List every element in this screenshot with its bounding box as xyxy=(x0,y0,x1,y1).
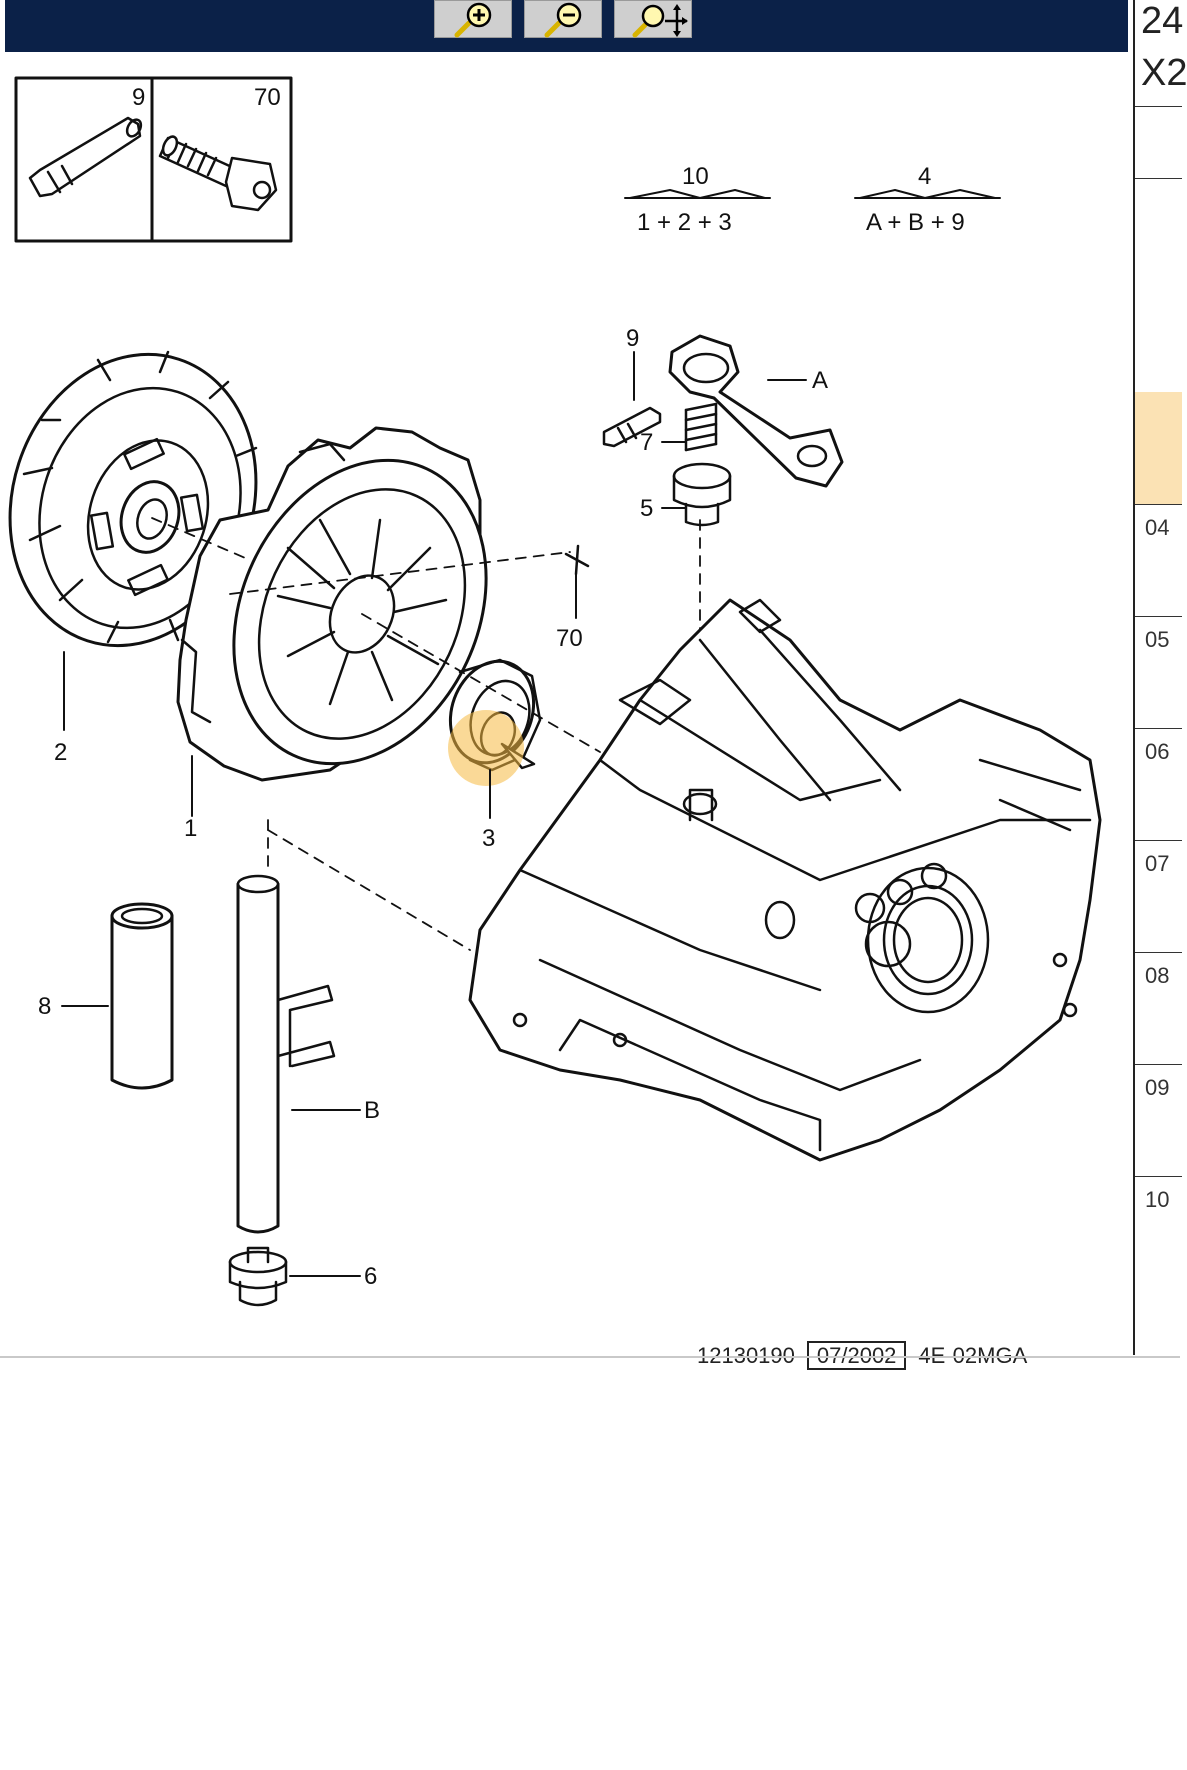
callout-A: A xyxy=(812,367,828,394)
parts-list-blank-row xyxy=(1135,178,1182,392)
shaft-bushing xyxy=(228,1246,288,1307)
parts-list-row[interactable]: 05 xyxy=(1135,616,1182,728)
pivot-pin xyxy=(602,406,662,448)
parts-list-selected-row[interactable] xyxy=(1135,392,1182,504)
zoom-out-button[interactable] xyxy=(524,0,602,38)
bolt-70-icon xyxy=(158,135,278,212)
callout-5: 5 xyxy=(640,495,653,522)
kit-4-number: 4 xyxy=(918,163,931,190)
callout-B: B xyxy=(364,1097,380,1124)
callout-9: 9 xyxy=(626,325,639,352)
bolt-70-marker xyxy=(564,544,590,576)
magnifier-plus-icon xyxy=(454,2,492,38)
parts-list-row[interactable]: 07 xyxy=(1135,840,1182,952)
parts-list-row[interactable]: 04 xyxy=(1135,504,1182,616)
fork-shaft xyxy=(236,874,336,1234)
inset-label-70: 70 xyxy=(254,84,281,111)
parts-list-row[interactable]: 10 xyxy=(1135,1176,1182,1288)
diagram-labels: 9 70 10 1 + 2 + 3 4 A + B + 9 9 A 7 5 70… xyxy=(38,84,965,1290)
fork-arm xyxy=(668,334,844,488)
callout-2: 2 xyxy=(54,739,67,766)
pivot-bush xyxy=(672,462,732,527)
spring xyxy=(684,402,718,452)
parts-list-row-number: 10 xyxy=(1145,1187,1170,1212)
diagram-footer: 12130190 07/2002 4E-02MGA xyxy=(697,1341,1027,1370)
footer-date: 07/2002 xyxy=(806,1341,907,1370)
pin-9-icon xyxy=(28,116,143,198)
guide-tube xyxy=(110,902,174,1090)
callout-6: 6 xyxy=(364,1263,377,1290)
callout-70: 70 xyxy=(556,625,583,652)
callout-8: 8 xyxy=(38,993,51,1020)
parts-list-row-number: 07 xyxy=(1145,851,1170,876)
parts-list-row-number: 08 xyxy=(1145,963,1170,988)
panel-bottom-border xyxy=(0,1356,1180,1358)
clutch-exploded-diagram: 9 70 10 1 + 2 + 3 4 A + B + 9 9 A 7 5 70… xyxy=(8,76,1102,1307)
leader-lines xyxy=(61,351,807,1277)
magnifier-minus-icon xyxy=(544,2,582,38)
parts-list-row-number: 09 xyxy=(1145,1075,1170,1100)
kit-formula-4 xyxy=(854,189,1001,199)
kit-10-number: 10 xyxy=(682,163,709,190)
zoom-pan-button[interactable] xyxy=(614,0,692,38)
kit-4-contents: A + B + 9 xyxy=(866,209,965,236)
callout-7: 7 xyxy=(640,429,653,456)
kit-formula-10 xyxy=(624,189,771,199)
highlight-marker xyxy=(448,710,524,786)
kit-10-contents: 1 + 2 + 3 xyxy=(637,209,732,236)
parts-list-header-line2: X2 xyxy=(1141,52,1187,94)
parts-list-panel: 24 X2 04 05 06 07 08 09 10 xyxy=(1133,0,1187,1355)
callout-1: 1 xyxy=(184,815,197,842)
viewer-toolbar xyxy=(5,0,1128,52)
parts-list-row-number: 04 xyxy=(1145,515,1170,540)
parts-list-row[interactable]: 08 xyxy=(1135,952,1182,1064)
inset-box xyxy=(14,76,293,243)
callout-3: 3 xyxy=(482,825,495,852)
parts-list-blank-row xyxy=(1135,106,1182,178)
inset-label-9: 9 xyxy=(132,84,145,111)
parts-list-header-line1: 24 xyxy=(1141,0,1184,42)
gearbox-housing xyxy=(468,598,1102,1162)
footer-code: 4E-02MGA xyxy=(918,1343,1028,1368)
pressure-plate xyxy=(176,426,488,782)
zoom-in-button[interactable] xyxy=(434,0,512,38)
parts-list-row-number: 05 xyxy=(1145,627,1170,652)
magnifier-move-icon xyxy=(632,4,688,38)
parts-list-row-number: 06 xyxy=(1145,739,1170,764)
parts-list-row[interactable]: 06 xyxy=(1135,728,1182,840)
footer-ref: 12130190 xyxy=(697,1343,795,1368)
parts-list-row[interactable]: 09 xyxy=(1135,1064,1182,1176)
